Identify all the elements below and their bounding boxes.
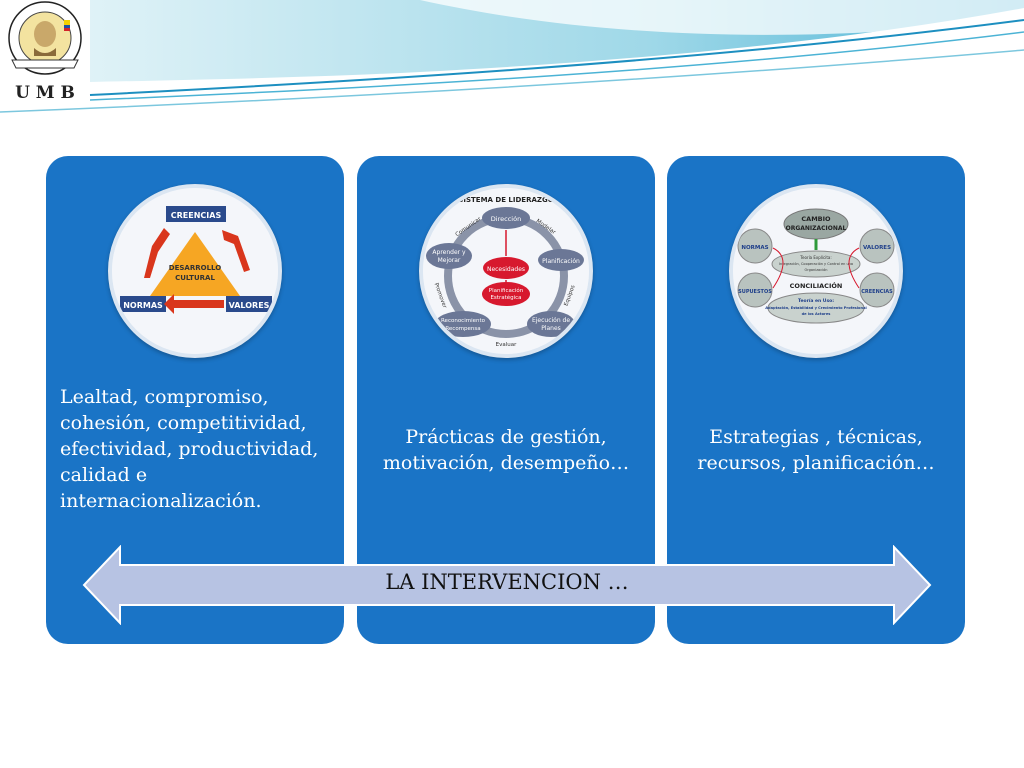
panel-culture-text: Lealtad, compromiso, cohesión, competiti…	[60, 386, 319, 512]
creencias-label: CREENCIAS	[171, 211, 222, 220]
creencias-change-label: CREENCIAS	[861, 289, 893, 295]
integracion-label: Integración, Cooperación y Control en un…	[779, 262, 853, 266]
university-logo: U M B	[8, 1, 82, 103]
cambio-label: CAMBIO	[801, 215, 831, 223]
evaluar-label: Evaluar	[496, 342, 517, 348]
aprender-label: Aprender y	[432, 249, 466, 256]
organizational-change-diagram: CAMBIO ORGANIZACIONAL NORMAS SUPUESTOS V…	[729, 184, 903, 358]
planificacion-label: Planificación	[542, 258, 580, 265]
recompensa-label: Recompensa	[445, 326, 480, 332]
panel-culture: CREENCIAS NORMAS VALORES DESARROLLO CULT…	[46, 156, 344, 644]
teoria-uso-label: Teoría en Uso:	[798, 297, 834, 304]
panel-leadership-text: Prácticas de gestión, motivación, desemp…	[382, 426, 630, 474]
desarrollo-label: DESARROLLO	[169, 264, 221, 272]
direccion-label: Dirección	[491, 215, 521, 223]
arrow-left-icon	[144, 228, 170, 278]
leadership-title: SISTEMA DE LIDERAZGO	[458, 196, 553, 204]
header-wave-banner	[0, 0, 1024, 113]
valores-label: VALORES	[229, 301, 270, 310]
actores-label: de los Actores	[802, 312, 831, 316]
arrow-bottom-icon	[164, 294, 224, 314]
cultural-label: CULTURAL	[175, 274, 215, 282]
supuestos-label: SUPUESTOS	[738, 289, 772, 295]
estrategica-label: Estratégica	[490, 294, 521, 301]
arrow-right-icon	[222, 230, 250, 272]
intervention-label: LA INTERVENCION …	[385, 570, 629, 594]
panel-leadership: SISTEMA DE LIDERAZGO Dirección Planifica…	[357, 156, 655, 644]
reconocimiento-label: Reconocimiento	[441, 318, 486, 324]
conciliacion-label: CONCILIACIÓN	[790, 281, 843, 290]
necesidades-label: Necesidades	[487, 266, 525, 273]
planificacion-center-label: Planificación	[489, 287, 524, 294]
leadership-system-diagram: SISTEMA DE LIDERAZGO Dirección Planifica…	[419, 184, 593, 358]
panel-change-text: Estrategias , técnicas, recursos, planif…	[697, 426, 935, 474]
double-arrow-banner	[82, 545, 932, 625]
planes-label: Planes	[541, 325, 561, 332]
mejorar-label: Mejorar	[438, 257, 461, 264]
cultural-development-diagram: CREENCIAS NORMAS VALORES DESARROLLO CULT…	[108, 184, 282, 358]
teoria-explicita-label: Teoría Explícita:	[799, 255, 831, 260]
adaptacion-label: Adaptación, Estabilidad y Crecimiento Pr…	[765, 306, 866, 310]
organizacion-label: Organización	[805, 268, 828, 272]
logo-acronym: U M B	[15, 83, 75, 103]
normas-change-label: NORMAS	[741, 245, 768, 251]
ejecucion-label: Ejecución de	[532, 317, 570, 324]
panel-change: CAMBIO ORGANIZACIONAL NORMAS SUPUESTOS V…	[667, 156, 965, 644]
organizacional-label: ORGANIZACIONAL	[786, 225, 847, 232]
normas-label: NORMAS	[123, 301, 163, 310]
valores-change-label: VALORES	[863, 245, 891, 251]
